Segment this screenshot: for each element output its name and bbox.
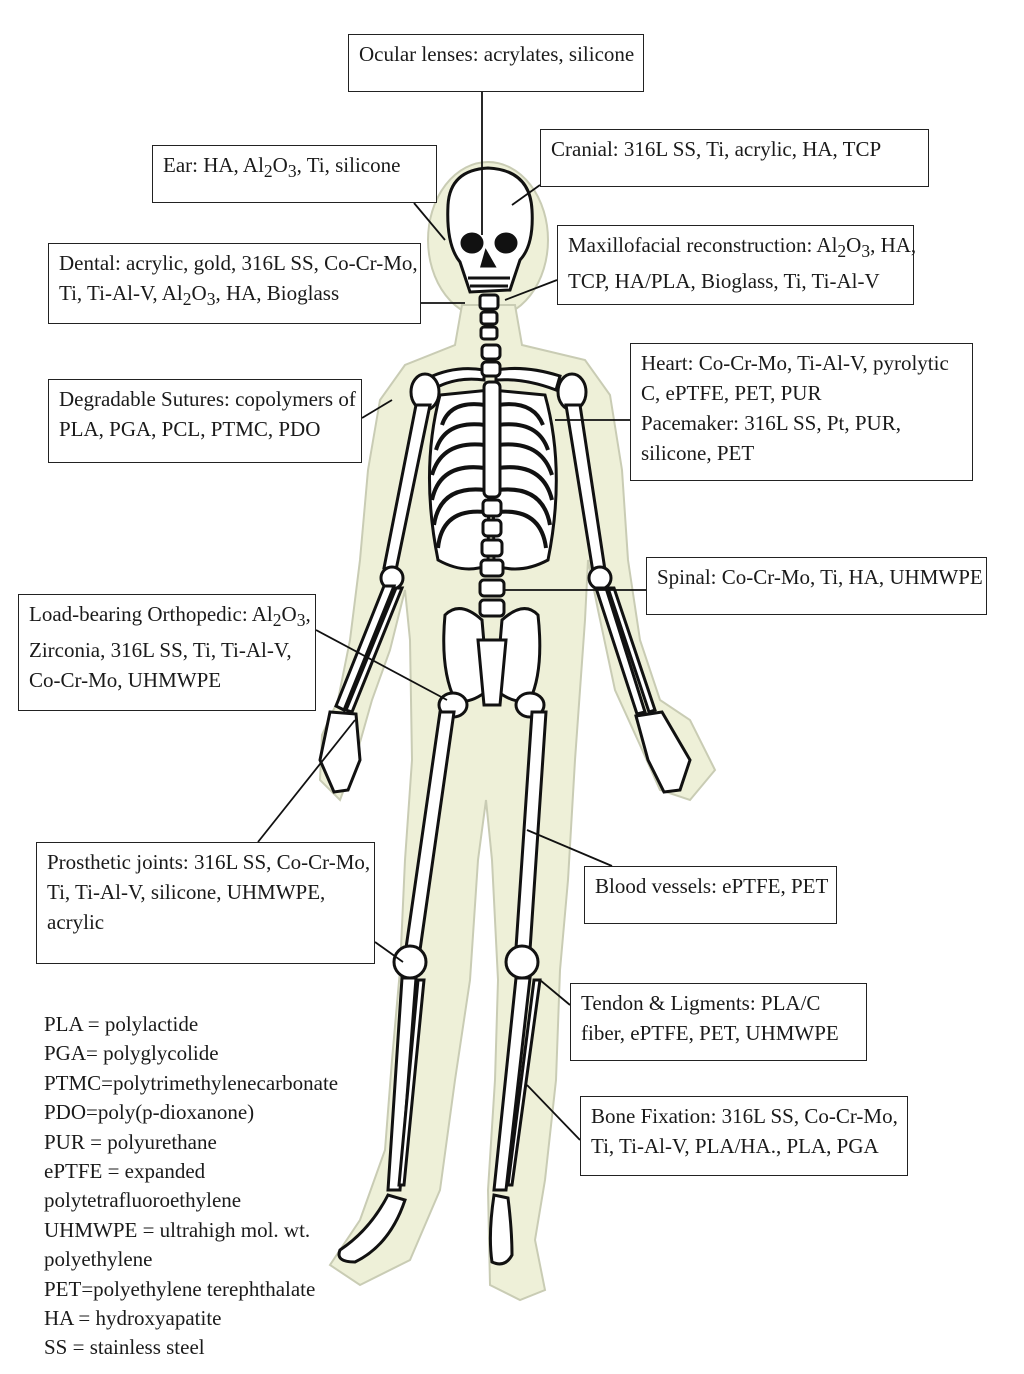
label-text: , Ti, silicone bbox=[296, 153, 401, 177]
legend-line: PTMC=polytrimethylenecarbonate bbox=[44, 1070, 339, 1095]
label-ocular-lenses: Ocular lenses: acrylates, silicone bbox=[348, 34, 644, 92]
label-line: Ti, Ti-Al-V, Al2O3, HA, Bioglass bbox=[59, 278, 410, 314]
label-text: Load-bearing Orthopedic: Al bbox=[29, 602, 273, 626]
legend-line: HA = hydroxyapatite bbox=[44, 1306, 222, 1331]
label-line: Degradable Sutures: copolymers of bbox=[59, 387, 356, 411]
label-line: C, ePTFE, PET, PUR bbox=[641, 381, 822, 405]
label-blood-vessels: Blood vessels: ePTFE, PET bbox=[584, 866, 837, 924]
label-maxillofacial: Maxillofacial reconstruction: Al2O3, HA,… bbox=[557, 225, 916, 305]
subscript: 3 bbox=[296, 610, 306, 631]
label-spinal: Spinal: Co-Cr-Mo, Ti, HA, UHMWPE bbox=[646, 557, 987, 615]
label-heart-pacemaker: Heart: Co-Cr-Mo, Ti-Al-V, pyrolytic C, e… bbox=[630, 343, 973, 481]
subscript: 2 bbox=[837, 241, 847, 262]
label-line: Dental: acrylic, gold, 316L SS, Co-Cr-Mo… bbox=[59, 251, 418, 275]
label-text: O bbox=[281, 602, 297, 626]
label-line: Cranial: 316L SS, Ti, acrylic, HA, TCP bbox=[551, 137, 882, 161]
label-line: Ocular lenses: acrylates, silicone bbox=[359, 42, 635, 66]
subscript: 3 bbox=[861, 241, 871, 262]
label-text: , HA, Bioglass bbox=[215, 281, 340, 305]
label-line: Blood vessels: ePTFE, PET bbox=[595, 874, 829, 898]
label-ear: Ear: HA, Al2O3, Ti, silicone bbox=[152, 145, 437, 203]
legend-line: UHMWPE = ultrahigh mol. wt. bbox=[44, 1217, 311, 1242]
label-text: O bbox=[272, 153, 288, 177]
label-line: Maxillofacial reconstruction: Al2O3, HA, bbox=[568, 230, 916, 266]
label-line: Tendon & Ligments: PLA/C bbox=[581, 991, 821, 1015]
subscript: 3 bbox=[206, 289, 216, 310]
label-prosthetic-joints: Prosthetic joints: 316L SS, Co-Cr-Mo, Ti… bbox=[36, 842, 375, 964]
subscript: 2 bbox=[272, 610, 282, 631]
label-line: Spinal: Co-Cr-Mo, Ti, HA, UHMWPE bbox=[657, 565, 983, 589]
subscript: 2 bbox=[263, 161, 273, 182]
label-line: silicone, PET bbox=[641, 441, 755, 465]
label-line: Ti, Ti-Al-V, PLA/HA., PLA, PGA bbox=[591, 1134, 879, 1158]
legend-line: PUR = polyurethane bbox=[44, 1129, 217, 1154]
label-load-bearing-orthopedic: Load-bearing Orthopedic: Al2O3, Zirconia… bbox=[18, 594, 316, 711]
label-text: Ti, Ti-Al-V, Al bbox=[59, 281, 183, 305]
label-line: PLA, PGA, PCL, PTMC, PDO bbox=[59, 417, 321, 441]
label-line: TCP, HA/PLA, Bioglass, Ti, Ti-Al-V bbox=[568, 269, 880, 294]
skeleton bbox=[318, 166, 692, 1266]
label-line: Load-bearing Orthopedic: Al2O3, bbox=[29, 599, 311, 635]
label-text: , HA, bbox=[870, 233, 917, 257]
white-patch bbox=[24, 748, 128, 838]
legend-line: polyethylene bbox=[44, 1247, 153, 1272]
label-line: acrylic bbox=[47, 910, 105, 934]
legend-line: PLA = polylactide bbox=[44, 1012, 199, 1036]
label-text: O bbox=[846, 233, 862, 257]
label-line: Co-Cr-Mo, UHMWPE bbox=[29, 668, 222, 693]
label-text: O bbox=[191, 281, 207, 305]
label-tendon-ligaments: Tendon & Ligments: PLA/C fiber, ePTFE, P… bbox=[570, 983, 867, 1061]
label-text: Ear: HA, Al bbox=[163, 153, 264, 177]
label-text: Maxillofacial reconstruction: Al bbox=[568, 233, 838, 257]
label-line: Zirconia, 316L SS, Ti, Ti-Al-V, bbox=[29, 638, 292, 663]
label-text: , bbox=[305, 602, 311, 626]
label-degradable-sutures: Degradable Sutures: copolymers of PLA, P… bbox=[48, 379, 362, 463]
label-line: Prosthetic joints: 316L SS, Co-Cr-Mo, bbox=[47, 850, 371, 874]
white-patch bbox=[944, 697, 968, 719]
label-line: Ear: HA, Al2O3, Ti, silicone bbox=[163, 150, 426, 186]
label-dental: Dental: acrylic, gold, 316L SS, Co-Cr-Mo… bbox=[48, 243, 421, 324]
label-line: Heart: Co-Cr-Mo, Ti-Al-V, pyrolytic bbox=[641, 351, 949, 375]
subscript: 2 bbox=[182, 289, 192, 310]
legend-line: PET=polyethylene terephthalate bbox=[44, 1276, 316, 1301]
leader-lines bbox=[257, 92, 655, 1141]
legend-line: SS = stainless steel bbox=[44, 1335, 205, 1360]
label-line: Pacemaker: 316L SS, Pt, PUR, bbox=[641, 411, 901, 435]
legend-line: PDO=poly(p-dioxanone) bbox=[44, 1100, 255, 1125]
label-line: Bone Fixation: 316L SS, Co-Cr-Mo, bbox=[591, 1104, 898, 1128]
legend-line: PGA= polyglycolide bbox=[44, 1041, 219, 1066]
label-line: Ti, Ti-Al-V, silicone, UHMWPE, bbox=[47, 880, 326, 904]
label-line: fiber, ePTFE, PET, UHMWPE bbox=[581, 1021, 839, 1045]
subscript: 3 bbox=[287, 161, 297, 182]
label-bone-fixation: Bone Fixation: 316L SS, Co-Cr-Mo, Ti, Ti… bbox=[580, 1096, 908, 1176]
abbreviation-legend: PLA = polylactide PGA= polyglycolide PTM… bbox=[44, 1010, 338, 1363]
legend-line: ePTFE = expanded bbox=[44, 1159, 206, 1184]
legend-line: polytetrafluoroethylene bbox=[44, 1188, 242, 1213]
label-cranial: Cranial: 316L SS, Ti, acrylic, HA, TCP bbox=[540, 129, 929, 187]
